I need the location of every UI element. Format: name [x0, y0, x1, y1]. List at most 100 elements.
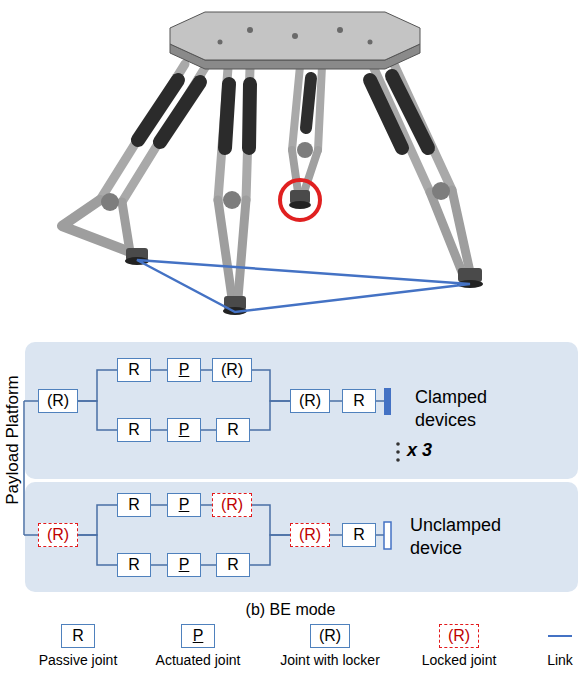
link-line — [151, 429, 167, 431]
actuator — [249, 84, 250, 148]
joint-label: R — [227, 421, 239, 439]
legend-sample-label: (R) — [319, 627, 341, 645]
joint-label: (R) — [299, 392, 321, 410]
locked-joint-box: (R) — [212, 493, 252, 517]
plate-hole — [292, 33, 298, 39]
repeat-dot — [396, 458, 400, 462]
legend-text: Locked joint — [422, 652, 497, 668]
panel-label: Unclamped device — [410, 514, 510, 561]
actuated-joint-box: P — [167, 418, 201, 442]
robot-link — [62, 200, 130, 252]
legend-text: Link — [547, 652, 573, 668]
joint-label: R — [353, 392, 365, 410]
platform-label: Payload Platform — [3, 375, 23, 504]
joint-label: (R) — [221, 361, 243, 379]
legend-sample-box: (R) — [310, 624, 350, 648]
joint-label: R — [128, 421, 140, 439]
platform-bracket — [23, 401, 25, 535]
plate-hole — [368, 40, 373, 45]
repeat-count: x 3 — [407, 440, 432, 461]
platform-bracket — [24, 534, 38, 536]
robot-link — [238, 200, 246, 298]
link-line — [330, 534, 342, 536]
legend-sample-label: P — [193, 627, 204, 645]
panel-ground — [25, 482, 578, 592]
joint-box: R — [342, 523, 376, 547]
unclamped-marker — [280, 180, 320, 220]
joint-label: (R) — [47, 392, 69, 410]
robot-link — [372, 64, 430, 192]
robot-joint — [101, 193, 119, 211]
joint-box: R — [117, 418, 151, 442]
legend-sample-box: R — [61, 624, 95, 648]
legend-text: Passive joint — [39, 652, 118, 668]
plate-hole — [218, 40, 223, 45]
legend-text: Actuated joint — [156, 652, 241, 668]
link-line — [151, 564, 167, 566]
joint-label: R — [128, 361, 140, 379]
robot-joint — [432, 182, 450, 200]
joint-box: (R) — [290, 389, 330, 413]
actuated-joint-box: P — [167, 553, 201, 577]
link-line — [78, 535, 117, 565]
joint-label: (R) — [47, 526, 69, 544]
repeat-dot — [396, 450, 400, 454]
payload-plate — [170, 12, 420, 60]
legend-text: Joint with locker — [280, 652, 380, 668]
link-line — [151, 504, 167, 506]
legend-sample-label: R — [72, 627, 84, 645]
joint-box: R — [216, 418, 250, 442]
actuator — [306, 78, 311, 128]
joint-box: R — [117, 358, 151, 382]
joint-label: P — [179, 556, 190, 574]
joint-label: (R) — [221, 496, 243, 514]
joint-label: P — [179, 421, 190, 439]
link-line — [252, 370, 290, 401]
robot-link — [246, 68, 250, 200]
link-line — [151, 369, 167, 371]
actuator — [160, 82, 200, 142]
link-line — [250, 401, 290, 430]
robot-link — [218, 200, 232, 298]
joint-box: (R) — [212, 358, 252, 382]
panel-ground — [25, 342, 578, 479]
joint-label: (R) — [299, 526, 321, 544]
robot-link — [122, 66, 206, 202]
link-line — [78, 401, 117, 430]
joint-box: R — [216, 553, 250, 577]
joint-label: R — [128, 556, 140, 574]
joint-label: R — [128, 496, 140, 514]
link-line — [252, 505, 290, 535]
link-line — [201, 504, 212, 506]
robot-link — [318, 66, 322, 150]
unclamped-device — [384, 522, 391, 549]
robot-joint — [297, 142, 313, 158]
panel-label: Clamped devices — [415, 386, 505, 433]
robot-link — [122, 202, 130, 252]
device-panel: Clamped devices (R) R P (R) R P R (R) R — [25, 342, 578, 479]
robot-link — [292, 66, 300, 150]
device-link — [375, 400, 384, 402]
robot-foot — [289, 201, 311, 209]
link-line — [201, 369, 212, 371]
link-line — [330, 400, 342, 402]
robot-link — [292, 150, 298, 192]
robot-joint — [223, 191, 241, 209]
joint-label: P — [179, 361, 190, 379]
robot-foot — [458, 268, 482, 282]
robot-link — [430, 192, 462, 272]
repeat-dot — [396, 442, 400, 446]
actuated-joint-box: P — [167, 493, 201, 517]
legend-sample-box: P — [181, 624, 215, 648]
caption: (b) BE mode — [0, 601, 581, 619]
link-line — [201, 564, 216, 566]
legend-sample-label: (R) — [448, 627, 470, 645]
plate-hole — [337, 27, 343, 33]
support-triangle — [137, 260, 470, 312]
link-line — [250, 535, 290, 565]
device-panel: Unclamped device (R) R P (R) R P R (R) R — [25, 482, 578, 592]
legend-sample-box: (R) — [439, 624, 479, 648]
